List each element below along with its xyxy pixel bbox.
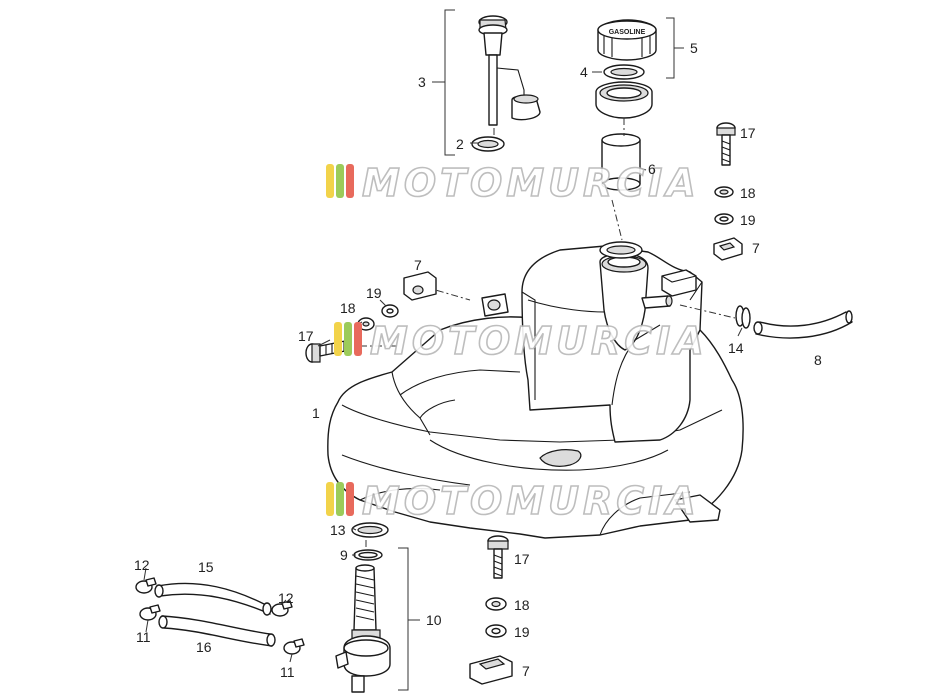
- vent-hose: [753, 310, 853, 339]
- tap-clamp-13: [351, 522, 389, 538]
- callout-18-bottom: 18: [514, 597, 530, 613]
- hose-clip-12-left: [135, 577, 157, 594]
- fuel-level-sender: [478, 15, 541, 126]
- watermark-3: MOTOMURCIA: [326, 478, 700, 524]
- callout-19-bottom: 19: [514, 624, 530, 640]
- callout-3: 3: [418, 74, 426, 90]
- watermark-stripe: [346, 482, 354, 516]
- watermark-2: MOTOMURCIA: [334, 318, 708, 364]
- clip-nut-7-left: [403, 271, 437, 301]
- watermark-stripe: [336, 482, 344, 516]
- callout-11-left: 11: [136, 629, 151, 645]
- callout-13: 13: [330, 522, 346, 538]
- fuel-tank: [327, 245, 744, 539]
- callout-8: 8: [814, 352, 822, 368]
- fuel-hose-15: [154, 582, 272, 616]
- spring-washer-19-top: [714, 213, 734, 225]
- svg-text:MOTOMURCIA: MOTOMURCIA: [362, 161, 700, 205]
- watermark-1: MOTOMURCIA: [326, 160, 700, 206]
- callout-16: 16: [196, 639, 212, 655]
- watermark-stripe: [326, 482, 334, 516]
- tank-seal-ring: [599, 241, 643, 259]
- washer-18-top: [714, 186, 734, 198]
- callout-7-bottom: 7: [522, 663, 530, 679]
- callout-7-left: 7: [414, 257, 422, 273]
- watermark-stripe: [344, 322, 352, 356]
- callout-12-left: 12: [134, 557, 150, 573]
- spring-washer-19-left: [381, 304, 399, 318]
- hose-clip-12-right: [271, 600, 293, 617]
- callout-10: 10: [426, 612, 442, 628]
- filler-neck-ring: [595, 81, 653, 119]
- screw-17-top: [716, 122, 736, 166]
- watermark-stripe: [336, 164, 344, 198]
- watermark-stripe: [346, 164, 354, 198]
- callout-12-right: 12: [278, 590, 294, 606]
- callout-6: 6: [648, 161, 656, 177]
- callout-1: 1: [312, 405, 320, 421]
- callout-19-top: 19: [740, 212, 756, 228]
- callout-19-left: 19: [366, 285, 382, 301]
- cap-gasket: [603, 64, 645, 80]
- washer-18-bottom: [485, 597, 507, 611]
- fuel-cap: GASOLINE: [597, 19, 657, 61]
- svg-text:MOTOMURCIA: MOTOMURCIA: [362, 479, 700, 523]
- tap-oring-9: [353, 549, 383, 561]
- callout-4: 4: [580, 64, 588, 80]
- fuel-tap: [335, 564, 391, 693]
- clip-nut-7-top: [713, 237, 743, 261]
- callout-11-right: 11: [280, 664, 295, 680]
- callout-14: 14: [728, 340, 744, 356]
- screw-17-bottom: [487, 535, 509, 579]
- bracket-3: [444, 9, 455, 156]
- spring-washer-19-bottom: [485, 624, 507, 638]
- hose-clip-11-right: [283, 638, 305, 655]
- hose-clip-11-left: [139, 604, 161, 621]
- callout-7-top: 7: [752, 240, 760, 256]
- callout-17-top: 17: [740, 125, 756, 141]
- watermark-stripe: [326, 164, 334, 198]
- vent-hose-clip: [735, 305, 751, 329]
- callout-18-top: 18: [740, 185, 756, 201]
- leader-lines: [143, 71, 743, 663]
- bracket-5: [666, 17, 675, 79]
- callout-17-left: 17: [298, 328, 314, 344]
- svg-text:MOTOMURCIA: MOTOMURCIA: [370, 319, 708, 363]
- callout-15: 15: [198, 559, 214, 575]
- bracket-10: [398, 547, 409, 691]
- callout-labels: 1 2 3 4 5 6 7 7 7 8 9 10 11 11 12 12 13 …: [134, 40, 822, 680]
- callout-2: 2: [456, 136, 464, 152]
- callout-9: 9: [340, 547, 348, 563]
- filler-tube: [601, 133, 641, 191]
- callout-18-left: 18: [340, 300, 356, 316]
- clip-nut-7-bottom: [469, 655, 513, 685]
- fuel-hose-16: [158, 615, 276, 647]
- callout-5: 5: [690, 40, 698, 56]
- sender-seal-ring: [471, 136, 505, 152]
- cap-marking: GASOLINE: [609, 29, 646, 36]
- watermark-stripe: [354, 322, 362, 356]
- callout-17-bottom: 17: [514, 551, 530, 567]
- watermark-stripe: [334, 322, 342, 356]
